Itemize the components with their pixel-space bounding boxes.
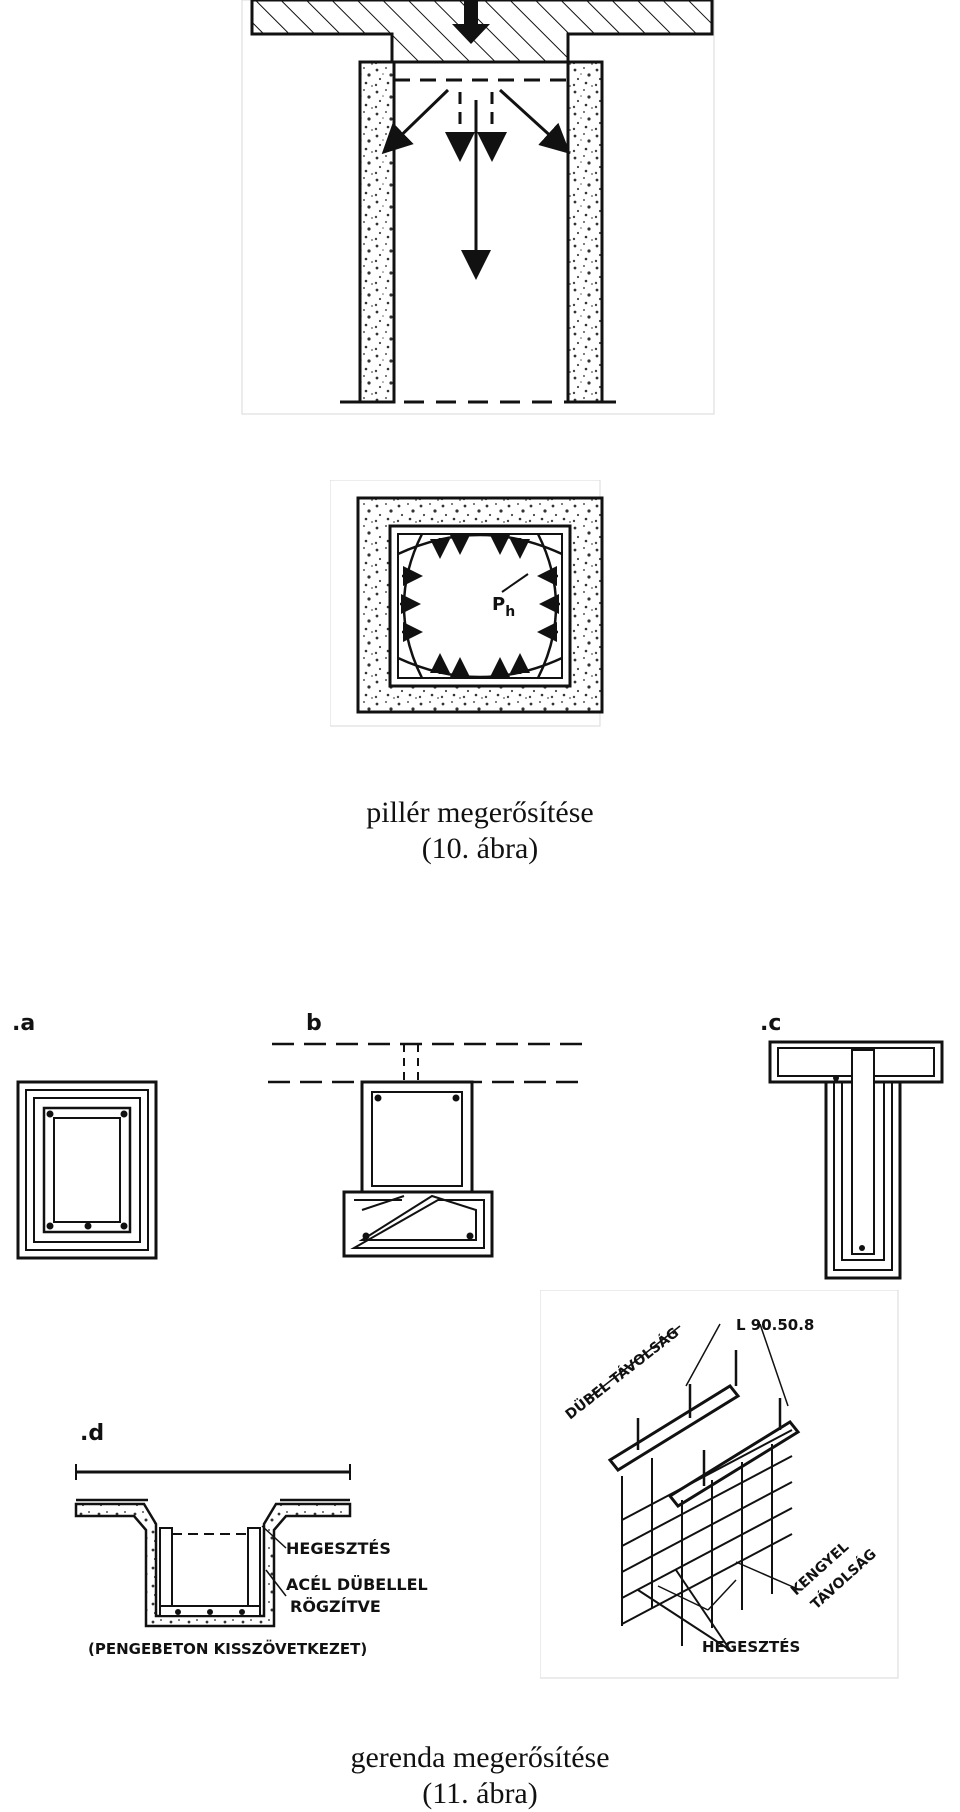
beam-section-a: .a xyxy=(12,1011,158,1260)
beam-section-d: .d HEGESZTÉS ACÉL DÜBELLEL RÖGZÍTVE (PEN… xyxy=(74,1421,428,1658)
beam-section-b: b xyxy=(268,1011,588,1258)
figure11-caption-title: gerenda megerősítése xyxy=(350,1741,610,1774)
core-section xyxy=(388,524,572,688)
figure10-caption-number: (10. ábra) xyxy=(421,832,539,865)
confinement-pressure-arrows xyxy=(400,535,560,677)
svg-text:DÜBEL TÁVOLSÁG: DÜBEL TÁVOLSÁG xyxy=(561,1323,682,1423)
jacket-left xyxy=(358,60,396,404)
jacket-right xyxy=(566,60,604,404)
beam-reinforcement-isometric: DÜBEL TÁVOLSÁG L 90.50.8 KENGYEL TÁVOLSÁ… xyxy=(540,1290,899,1679)
load-arrow-shaft xyxy=(464,0,478,26)
beam-section-c: .c xyxy=(760,1011,944,1280)
figure10-caption-title: pillér megerősítése xyxy=(366,796,594,829)
svg-text:(PENGEBETON KISSZÖVETKEZET): (PENGEBETON KISSZÖVETKEZET) xyxy=(88,1639,367,1658)
svg-text:.d: .d xyxy=(80,1421,104,1446)
figure-frame xyxy=(241,0,715,415)
svg-text:b: b xyxy=(306,1011,322,1036)
svg-text:HEGESZTÉS: HEGESZTÉS xyxy=(286,1539,391,1558)
svg-text:HEGESZTÉS: HEGESZTÉS xyxy=(702,1637,800,1656)
ph-symbol: Ph xyxy=(492,594,515,620)
load-arrow-head xyxy=(452,24,490,44)
load-distribution-arrows xyxy=(381,88,571,280)
figure11-caption-number: (11. ábra) xyxy=(422,1777,538,1810)
svg-text:L 90.50.8: L 90.50.8 xyxy=(736,1316,814,1334)
column-cross-section-diagram: Ph xyxy=(330,480,604,727)
beam-sections-abc: .a b .c xyxy=(12,1011,944,1280)
svg-text:ACÉL DÜBELLEL: ACÉL DÜBELLEL xyxy=(286,1575,428,1594)
column-elevation-diagram xyxy=(241,0,715,415)
svg-text:RÖGZÍTVE: RÖGZÍTVE xyxy=(290,1597,381,1616)
svg-text:.c: .c xyxy=(760,1011,781,1036)
svg-text:.a: .a xyxy=(12,1011,35,1036)
